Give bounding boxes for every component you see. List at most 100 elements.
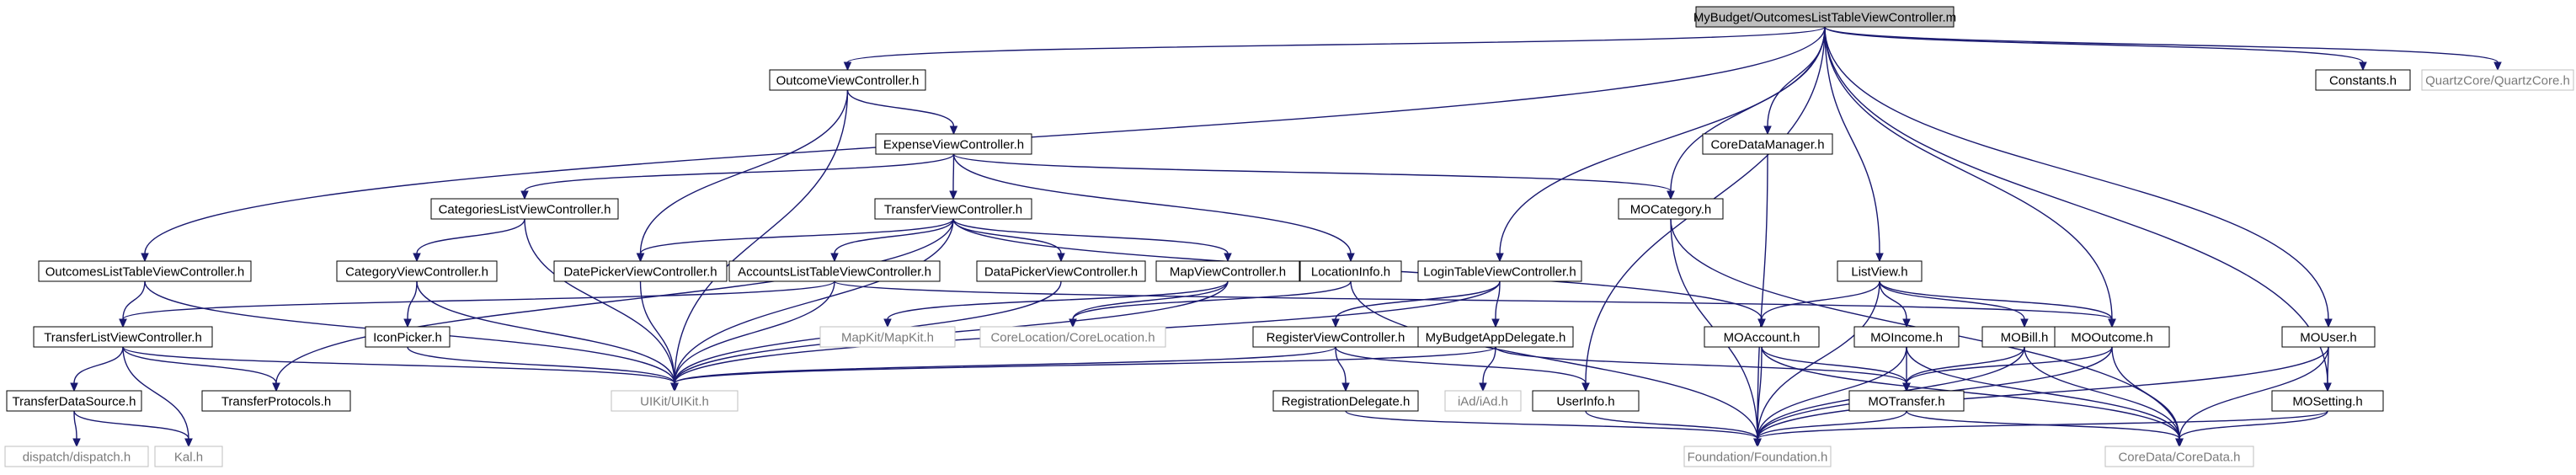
edge-arrowhead <box>184 438 193 448</box>
node-box <box>1444 390 1522 412</box>
edge-moout-to-cd <box>2111 346 2184 448</box>
edge-line <box>1335 280 1501 320</box>
edge-arrowhead <box>413 253 421 263</box>
edge-line <box>1757 346 1907 440</box>
node-cd[interactable]: CoreData/CoreData.h <box>2104 446 2254 467</box>
edge-cdm-to-fnd <box>1753 153 1768 448</box>
node-box <box>1417 326 1574 348</box>
node-uikit[interactable]: UIKit/UIKit.h <box>611 390 739 412</box>
edge-line <box>1761 280 1880 320</box>
node-clvc[interactable]: CategoriesListViewController.h <box>430 198 619 220</box>
edge-line <box>2111 346 2180 440</box>
node-moout[interactable]: MOOutcome.h <box>2054 326 2170 348</box>
edge-loc-to-cl <box>1069 280 1352 328</box>
node-box <box>874 198 1032 220</box>
edge-lv-to-moout <box>1879 280 2116 328</box>
node-cdm[interactable]: CoreDataManager.h <box>1702 133 1833 155</box>
edge-arrowhead <box>843 61 852 72</box>
node-loc[interactable]: LocationInfo.h <box>1299 260 1402 282</box>
node-ui[interactable]: UserInfo.h <box>1532 390 1640 412</box>
node-oltvc[interactable]: OutcomesListTableViewController.h <box>38 260 252 282</box>
node-iad[interactable]: iAd/iAd.h <box>1444 390 1522 412</box>
node-mobill[interactable]: MOBill.h <box>1981 326 2067 348</box>
edge-cvc-to-ip <box>403 280 418 328</box>
edge-tvc-to-dpvc1 <box>636 218 954 263</box>
edge-line <box>73 410 77 440</box>
node-label: QuartzCore/QuartzCore.h <box>2425 74 2570 88</box>
node-rvc[interactable]: RegisterViewController.h <box>1252 326 1419 348</box>
edge-line <box>2179 410 2328 440</box>
edge-line <box>1879 280 2113 320</box>
node-kal[interactable]: Kal.h <box>154 446 223 467</box>
edge-arrowhead <box>1875 253 1884 263</box>
node-ip[interactable]: IconPicker.h <box>365 326 451 348</box>
node-cl[interactable]: CoreLocation/CoreLocation.h <box>979 326 1166 348</box>
node-tp[interactable]: TransferProtocols.h <box>201 390 351 412</box>
edge-line <box>1757 410 1907 440</box>
node-box <box>769 69 926 91</box>
node-altvc[interactable]: AccountsListTableViewController.h <box>728 260 941 282</box>
node-dpvc1[interactable]: DatePickerViewController.h <box>553 260 728 282</box>
edge-arrowhead <box>2493 61 2502 72</box>
edge-arrowhead <box>2359 61 2367 72</box>
node-evc[interactable]: ExpenseViewController.h <box>875 133 1032 155</box>
edge-evc-to-clvc <box>520 153 955 200</box>
node-moacc[interactable]: MOAccount.h <box>1704 326 1820 348</box>
edge-arrowhead <box>2324 318 2333 328</box>
edge-line <box>122 346 277 384</box>
node-label: RegistrationDelegate.h <box>1282 395 1411 409</box>
edge-line <box>952 218 1062 254</box>
node-label: MyBudgetAppDelegate.h <box>1426 331 1566 345</box>
node-box <box>2421 69 2574 91</box>
node-moinc[interactable]: MOIncome.h <box>1853 326 1960 348</box>
edge-line <box>1072 280 1352 320</box>
edge-line <box>1335 346 1587 384</box>
node-box <box>976 260 1146 282</box>
edge-line <box>1824 26 2364 63</box>
edge-line <box>1824 26 2499 63</box>
node-cvc[interactable]: CategoryViewController.h <box>336 260 498 282</box>
node-qc[interactable]: QuartzCore/QuartzCore.h <box>2421 69 2574 91</box>
node-mouser[interactable]: MOUser.h <box>2281 326 2376 348</box>
node-mvc[interactable]: MapViewController.h <box>1155 260 1300 282</box>
node-const[interactable]: Constants.h <box>2315 69 2411 91</box>
node-dd[interactable]: dispatch/dispatch.h <box>4 446 149 467</box>
node-label: TransferProtocols.h <box>221 395 331 409</box>
node-label: iAd/iAd.h <box>1458 395 1508 409</box>
node-mos[interactable]: MOSetting.h <box>2271 390 2384 412</box>
node-dpvc2[interactable]: DataPickerViewController.h <box>976 260 1146 282</box>
edge-arrowhead <box>1753 438 1762 448</box>
edge-line <box>674 346 1496 384</box>
node-label: ExpenseViewController.h <box>883 138 1024 152</box>
node-tds[interactable]: TransferDataSource.h <box>6 390 142 412</box>
node-label: TransferDataSource.h <box>12 395 136 409</box>
edge-tlvc-to-uikit <box>122 346 679 392</box>
edge-arrowhead <box>1331 318 1340 328</box>
node-lv[interactable]: ListView.h <box>1837 260 1923 282</box>
node-tvc[interactable]: TransferViewController.h <box>874 198 1032 220</box>
node-label: CategoryViewController.h <box>345 265 488 280</box>
node-ovc[interactable]: OutcomeViewController.h <box>769 69 926 91</box>
node-label: UserInfo.h <box>1556 395 1614 409</box>
edge-line <box>834 218 954 254</box>
node-box <box>2281 326 2376 348</box>
edge-root-to-ovc <box>843 26 1826 72</box>
edge-arrowhead <box>1763 125 1772 136</box>
node-label: Kal.h <box>174 451 203 465</box>
node-fnd[interactable]: Foundation/Foundation.h <box>1683 446 1832 467</box>
edge-line <box>674 280 835 384</box>
node-box <box>1252 326 1419 348</box>
node-regdel[interactable]: RegistrationDelegate.h <box>1272 390 1419 412</box>
edge-root-to-mouser <box>1824 26 2333 328</box>
node-mk[interactable]: MapKit/MapKit.h <box>819 326 956 348</box>
edge-line <box>407 280 418 320</box>
node-mbad[interactable]: MyBudgetAppDelegate.h <box>1417 326 1574 348</box>
node-motr[interactable]: MOTransfer.h <box>1848 390 1965 412</box>
node-label: LoginTableViewController.h <box>1423 265 1576 280</box>
node-root[interactable]: MyBudget/OutcomesListTableViewController… <box>1693 6 1956 28</box>
edge-line <box>952 153 955 192</box>
node-ltvc[interactable]: LoginTableViewController.h <box>1417 260 1582 282</box>
node-mocat[interactable]: MOCategory.h <box>1618 198 1724 220</box>
node-label: MOBill.h <box>2001 331 2049 345</box>
node-tlvc[interactable]: TransferListViewController.h <box>33 326 213 348</box>
